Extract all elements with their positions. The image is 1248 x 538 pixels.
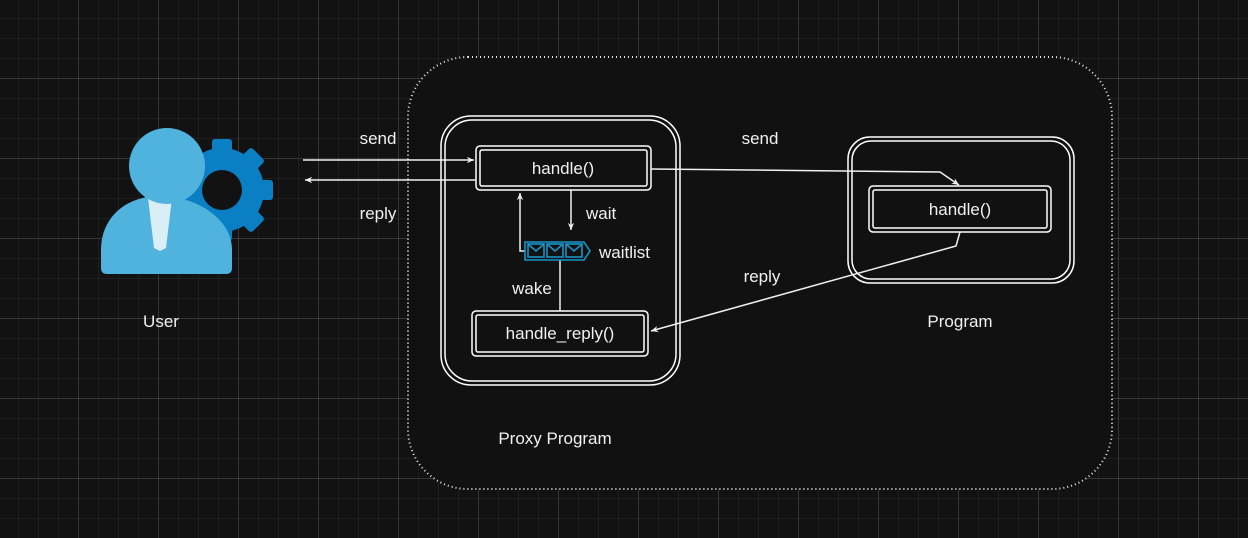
program-handle-label: handle() xyxy=(929,200,991,219)
proxy-program-label: Proxy Program xyxy=(498,429,611,448)
program-box-outer xyxy=(847,136,1075,284)
edge-user-send-label: send xyxy=(360,129,397,148)
proxy-program-box-outer xyxy=(440,115,681,386)
edge-program-send-label: send xyxy=(742,129,779,148)
edge-program-reply xyxy=(650,231,961,333)
message-queue-icon xyxy=(524,241,591,261)
edge-wake-label: wake xyxy=(511,279,552,298)
edge-program-reply-label: reply xyxy=(744,267,781,286)
waitlist-label: waitlist xyxy=(598,243,650,262)
proxy-program-box-inner xyxy=(444,119,677,382)
program-box-inner xyxy=(851,140,1071,280)
user-gear-icon xyxy=(101,128,273,274)
edge-user-reply-label: reply xyxy=(360,204,397,223)
user-label: User xyxy=(143,312,179,331)
proxy-handle-reply-label: handle_reply() xyxy=(506,324,615,343)
proxy-handle-label: handle() xyxy=(532,159,594,178)
edge-wait-label: wait xyxy=(585,204,617,223)
edge-program-send xyxy=(650,168,960,186)
proxy-handle-node xyxy=(475,145,652,191)
program-label: Program xyxy=(927,312,992,331)
